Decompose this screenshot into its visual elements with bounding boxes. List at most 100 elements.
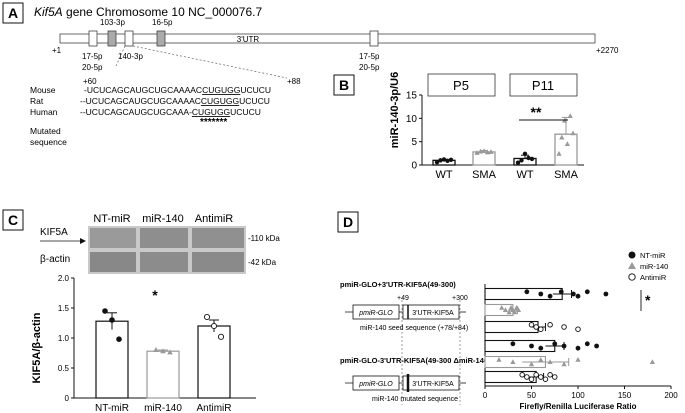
d-point <box>524 289 530 295</box>
site-label-103-3p: 103-3p <box>100 18 125 27</box>
d-point <box>561 361 567 367</box>
d-point <box>552 374 558 380</box>
c-y-tick-label: 0.5 <box>58 364 70 373</box>
b-point <box>474 150 480 155</box>
c-point <box>102 308 108 314</box>
d-point <box>538 345 544 351</box>
pos-end: +2270 <box>596 46 619 55</box>
d-point <box>524 374 530 380</box>
d-point <box>538 357 544 362</box>
d-point <box>547 372 553 378</box>
construct-2-label: pmiR-GLO-3'UTR-KIF5A(49-300 ΔmiR-140) <box>340 356 491 365</box>
b-point <box>515 160 521 165</box>
blot-band-kif5a-1 <box>90 228 136 248</box>
panel-d-letter: D <box>343 214 353 230</box>
d-point <box>558 289 564 295</box>
d-point <box>506 309 512 315</box>
c-point <box>153 347 159 352</box>
site-label-17-5p: 17-5p <box>82 52 103 61</box>
blot-label-nt-mir: NT-miR <box>93 213 130 225</box>
panel-a: A Kif5A gene Chromosome 10 NC_000076.7 3… <box>2 2 619 147</box>
d-point <box>496 357 502 362</box>
d-point <box>528 361 535 367</box>
blot-band-kif5a-3 <box>192 228 244 248</box>
site-label-140-3p: 140-3p <box>118 52 143 61</box>
pos-49: +49 <box>397 295 409 302</box>
legend-marker-antimir <box>628 273 636 281</box>
construct-2-glo-label: pmiR-GLO <box>358 381 393 388</box>
b-x-tick-label: SMA <box>554 169 579 181</box>
b-significance: ** <box>531 104 542 120</box>
panel-a-letter-box <box>2 2 24 24</box>
b-point <box>481 148 487 153</box>
protein-label-kif5a: KIF5A <box>40 227 68 238</box>
site-label-17-5p-2: 17-5p <box>359 52 380 61</box>
d-point <box>561 324 567 330</box>
b-point <box>570 130 576 136</box>
b-x-tick-label: WT <box>435 169 452 181</box>
protein-label-beta-actin: β-actin <box>40 254 70 265</box>
panel-b-letter-box <box>333 74 355 96</box>
utr-label: 3'UTR <box>237 35 260 44</box>
d-point <box>575 345 581 351</box>
d-point <box>584 289 590 295</box>
pos-300: +300 <box>452 295 468 302</box>
b-y-tick-label: 5 <box>411 137 417 148</box>
c-point <box>167 349 173 355</box>
kda-label-110: -110 kDa <box>248 234 280 243</box>
d-point <box>533 372 539 378</box>
mut-caption: miR-140 mutated sequence <box>372 396 458 403</box>
group-label-p5: P5 <box>453 78 469 93</box>
d-point <box>649 359 655 364</box>
b-y-tick-label: 15 <box>406 91 418 102</box>
c-point <box>203 313 211 321</box>
legend-label-nt-mir: NT-miR <box>640 251 666 260</box>
legend-label-mir-140: miR-140 <box>640 262 668 271</box>
c-bar <box>95 320 129 399</box>
b-x-tick-label: WT <box>516 169 533 181</box>
d-point <box>538 326 544 332</box>
d-x-tick-label: 150 <box>618 391 632 400</box>
construct-1-label: pmiR-GLO+3'UTR-KIF5A(49-300) <box>340 280 456 289</box>
panel-b-letter: B <box>339 77 349 93</box>
blot-band-kif5a-2 <box>140 228 188 248</box>
d-point <box>575 293 581 299</box>
site-label-16-5p: 16-5p <box>152 18 173 27</box>
b-point <box>559 134 565 140</box>
panel-c: C NT-miR miR-140 AntimiR KIF5A β-actin -… <box>2 209 280 413</box>
d-bar <box>484 339 556 353</box>
d-point <box>552 341 558 347</box>
d-x-tick-label: 200 <box>664 391 678 400</box>
d-point <box>584 341 590 347</box>
site-label-20-5p: 20-5p <box>82 63 103 72</box>
b-point <box>441 157 447 162</box>
gene-title: Kif5A gene Chromosome 10 NC_000076.7 <box>34 5 262 19</box>
seq-end: +88 <box>287 77 301 86</box>
species-rat: Rat <box>30 96 44 106</box>
group-label-p11: P11 <box>532 78 554 93</box>
b-y-tick-label: 0 <box>411 161 417 172</box>
legend-label-antimir: AntimiR <box>640 273 667 282</box>
b-point <box>445 158 450 163</box>
blot-band-actin-2 <box>140 252 188 272</box>
group-box-p5 <box>427 73 496 97</box>
b-point <box>564 141 570 146</box>
blot-label-antimir: AntimiR <box>195 213 234 225</box>
c-x-tick-label: AntimiR <box>196 403 231 413</box>
c-point <box>217 333 225 340</box>
species-mouse: Mouse <box>30 85 56 95</box>
seq-rat: --UCUCAGCAUGCUGCAAAACCUGUGGUCUCU <box>80 96 270 106</box>
panel-c-letter-box <box>2 209 24 231</box>
d-point <box>538 374 544 380</box>
c-y-tick-label: 1.5 <box>58 304 70 313</box>
c-point <box>210 322 218 330</box>
b-point <box>434 160 440 165</box>
seq-mouse: -UCUCAGCAUGCUGCAAAACCUGUGGUCUCU <box>84 85 271 95</box>
zoom-line <box>132 45 288 79</box>
d-point <box>542 376 549 382</box>
gene-name: Kif5A <box>34 5 63 19</box>
seq-human: --UCUCAGCAUGCUGCAAA-CUGUGGUCUCU <box>80 107 261 117</box>
